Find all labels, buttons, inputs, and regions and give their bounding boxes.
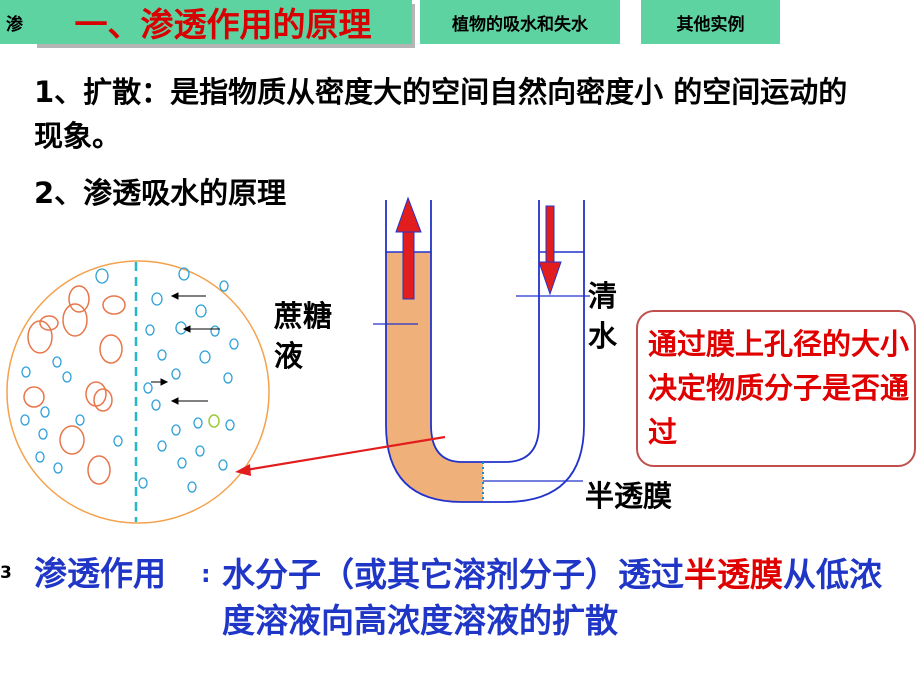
tab-osmosis-principle-label: 一、渗透作用的原理: [74, 5, 372, 44]
diffusion-definition: 1、扩散：是指物质从密度大的空间自然向密度小 的空间运动的现象。: [34, 75, 848, 153]
falling-arrow: [538, 205, 562, 296]
rising-arrow: [395, 196, 422, 300]
tab-other-examples-label: 其他实例: [676, 14, 745, 35]
movement-arrows: [151, 292, 220, 405]
osmosis-definition: 水分子（或其它溶剂分子）透过半透膜从低浓度溶液向高浓度溶液的扩散: [222, 552, 912, 644]
definition-part-1: 水分子（或其它溶剂分子）透过: [222, 555, 684, 594]
osmosis-term: 渗透作用: [34, 554, 166, 593]
tab-osmosis-principle[interactable]: 一、渗透作用的原理: [34, 0, 412, 44]
osmosis-colon: :: [201, 560, 211, 588]
u-tube: [235, 196, 590, 503]
tab-water-absorption-label: 植物的吸水和失水: [452, 14, 588, 35]
sucrose-solution: [386, 252, 483, 502]
slide-number: 3: [0, 563, 12, 583]
osmosis-principle-heading: 2、渗透吸水的原理: [34, 176, 287, 210]
tab-other-examples[interactable]: 其他实例: [641, 0, 780, 44]
water-molecules: [20, 267, 239, 493]
green-molecule: [208, 414, 220, 428]
definition-part-2: 从低浓度溶液向高浓度溶液的扩散: [222, 555, 882, 640]
molecule-circle: [6, 260, 270, 524]
tab-water-absorption[interactable]: 植物的吸水和失水: [420, 0, 620, 44]
water-label: 清水: [588, 279, 618, 353]
tab-previous[interactable]: 渗: [0, 0, 36, 44]
note-text: 通过膜上孔径的大小决定物质分子是否通过: [648, 327, 910, 449]
membrane-label: 半透膜: [585, 479, 673, 513]
note-box: 通过膜上孔径的大小决定物质分子是否通过: [636, 310, 916, 467]
sucrose-molecules: [23, 285, 126, 485]
sucrose-label: 蔗糖液: [274, 299, 333, 373]
tab-previous-label: 渗: [6, 14, 23, 35]
definition-highlight: 半透膜: [684, 555, 783, 594]
